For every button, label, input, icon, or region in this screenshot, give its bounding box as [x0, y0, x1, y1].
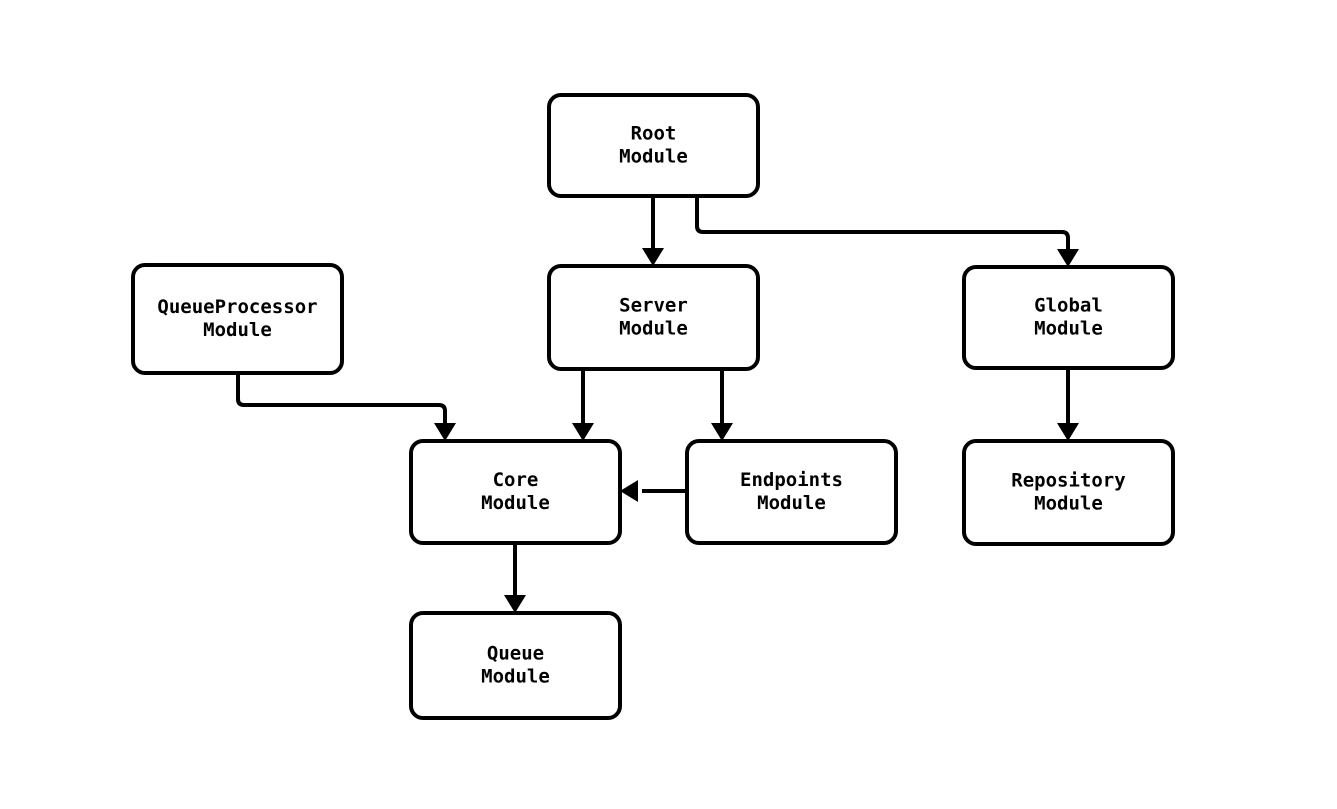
edge-endpoints-to-core	[620, 480, 687, 502]
repository-module-node-label-line1: Repository	[1011, 470, 1125, 492]
root-module-node-box[interactable]	[547, 93, 760, 198]
edge-root-to-global-line	[695, 196, 1070, 249]
edge-server-to-endpoints	[711, 369, 733, 441]
queueprocessor-module-node-box[interactable]	[131, 263, 344, 375]
core-module-node-label-line2: Module	[481, 492, 550, 514]
queue-module-node-label-line1: Queue	[487, 643, 544, 665]
repository-module-node-label-line2: Module	[1034, 493, 1103, 515]
edge-queueprocessor-to-core	[236, 373, 456, 441]
edge-queueprocessor-to-core-arrowhead-icon	[434, 423, 456, 441]
endpoints-module-node-label-line2: Module	[757, 492, 826, 514]
edge-server-to-core-arrowhead-icon	[572, 423, 594, 441]
edge-root-to-server	[642, 196, 664, 266]
queueprocessor-module-node-label-line2: Module	[203, 319, 272, 341]
queueprocessor-module-node-label-line1: QueueProcessor	[157, 296, 317, 318]
core-module-node-label-line1: Core	[493, 469, 539, 491]
edge-core-to-queue	[504, 543, 526, 613]
global-module-node-box[interactable]	[962, 265, 1175, 370]
edge-global-to-repository	[1057, 368, 1079, 441]
root-module-node-label-line1: Root	[631, 123, 677, 145]
server-module-node-label-line2: Module	[619, 318, 688, 340]
global-module-node-label-line2: Module	[1034, 318, 1103, 340]
root-module-node-label-line2: Module	[619, 146, 688, 168]
queue-module-node-label-line2: Module	[481, 666, 550, 688]
edge-root-to-global-arrowhead-icon	[1057, 249, 1079, 267]
global-module-node-label-line1: Global	[1034, 295, 1103, 317]
edge-root-to-server-arrowhead-icon	[642, 248, 664, 266]
server-module-node-label-line1: Server	[619, 295, 688, 317]
repository-module-node-box[interactable]	[962, 439, 1175, 546]
queue-module-node-box[interactable]	[409, 611, 622, 720]
nodes-layer: RootModuleQueueProcessorModuleServerModu…	[131, 93, 1175, 720]
edge-server-to-core	[572, 369, 594, 441]
edge-root-to-global	[695, 196, 1079, 267]
endpoints-module-node-label-line1: Endpoints	[740, 469, 843, 491]
endpoints-module-node-box[interactable]	[685, 439, 898, 545]
edge-server-to-endpoints-arrowhead-icon	[711, 423, 733, 441]
edge-global-to-repository-arrowhead-icon	[1057, 423, 1079, 441]
server-module-node-box[interactable]	[547, 264, 760, 371]
edge-endpoints-to-core-arrowhead-icon	[620, 480, 638, 502]
edges-layer	[236, 196, 1079, 613]
core-module-node-box[interactable]	[409, 439, 622, 545]
edge-core-to-queue-arrowhead-icon	[504, 595, 526, 613]
edge-queueprocessor-to-core-line	[236, 373, 447, 423]
